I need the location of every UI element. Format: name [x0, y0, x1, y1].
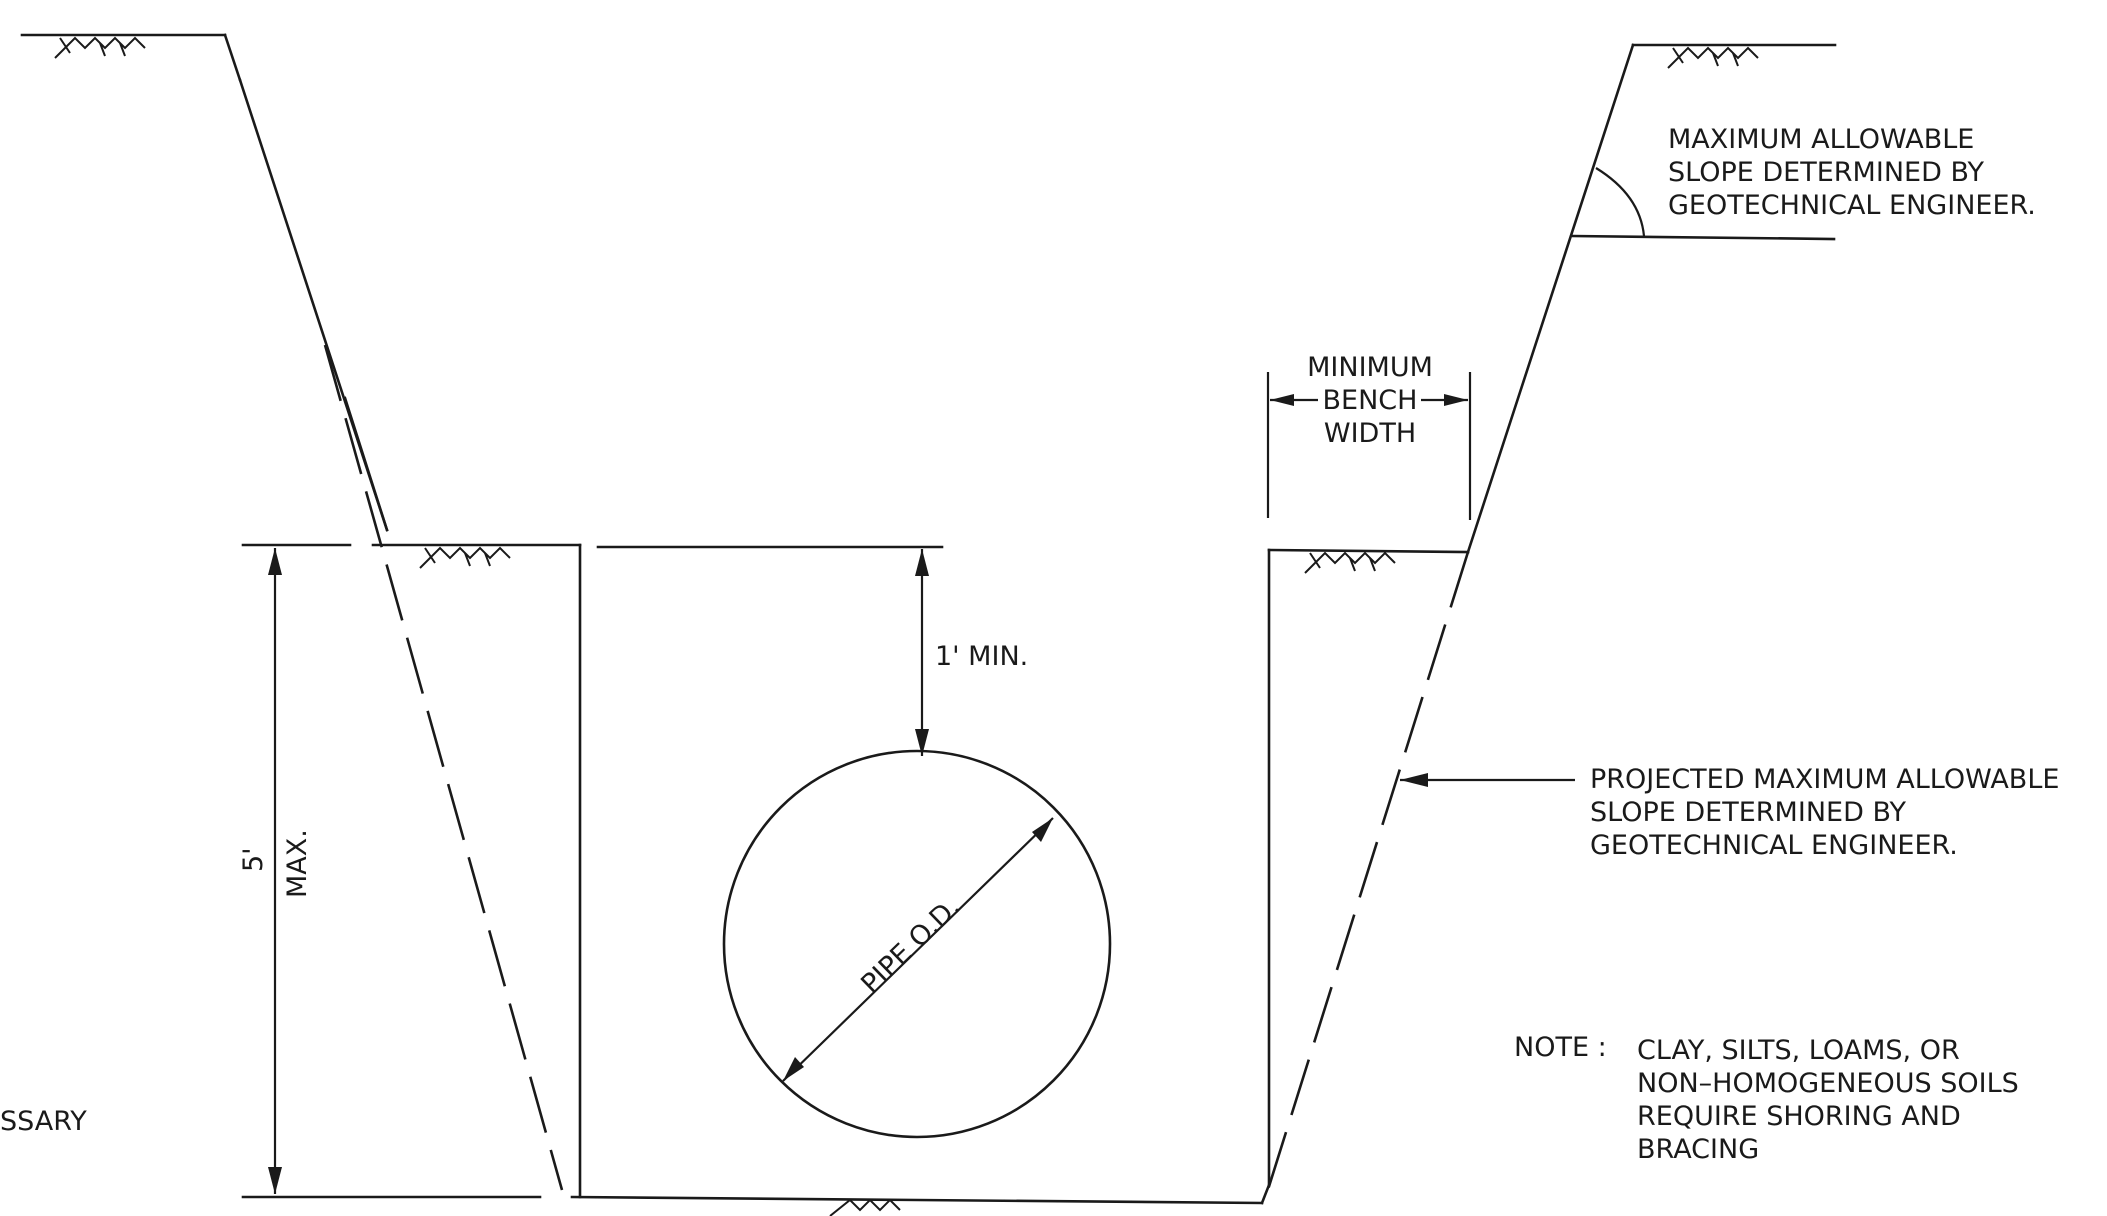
trench-bottom: [570, 1195, 1264, 1205]
note-line-1: CLAY, SILTS, LOAMS, OR: [1637, 1035, 1960, 1066]
pipe: [722, 749, 1112, 1139]
height-dimension: [268, 548, 282, 1194]
note-line-2: NON–HOMOGENEOUS SOILS: [1637, 1068, 2019, 1099]
bench-width-dimension: [1266, 372, 1472, 520]
max-slope-line-3: GEOTECHNICAL ENGINEER.: [1668, 190, 2036, 221]
pipe-od-label: PIPE O.D.: [855, 891, 966, 1000]
height-max-label: MAX.: [282, 829, 313, 898]
projected-slope-line-1: PROJECTED MAXIMUM ALLOWABLE: [1590, 764, 2059, 795]
max-slope-line-1: MAXIMUM ALLOWABLE: [1668, 124, 1974, 155]
note-prefix: NOTE :: [1514, 1032, 1607, 1063]
cover-label: 1' MIN.: [935, 641, 1028, 672]
left-slope-dashed-projection: [323, 344, 564, 1191]
projected-slope-leader: [1400, 773, 1575, 787]
right-upper-slope: [1466, 43, 1837, 554]
note-line-4: BRACING: [1637, 1134, 1759, 1165]
left-trench-wall: [241, 543, 582, 1199]
bench-label-bottom: WIDTH: [1324, 418, 1416, 449]
right-slope-dashed-projection: [1264, 551, 1470, 1197]
height-value-label: 5': [238, 847, 269, 872]
cover-dimension: [915, 549, 929, 756]
left-upper-slope: [20, 33, 389, 532]
right-trench-wall: [1260, 548, 1470, 1205]
slope-angle-arc: [1595, 167, 1646, 237]
bench-label-top: MINIMUM: [1307, 352, 1433, 383]
note-line-3: REQUIRE SHORING AND: [1637, 1101, 1961, 1132]
left-edge-text: SSARY: [0, 1106, 87, 1137]
max-slope-line-2: SLOPE DETERMINED BY: [1668, 157, 1984, 188]
projected-slope-line-2: SLOPE DETERMINED BY: [1590, 797, 1906, 828]
ground-hatch-symbol: [54, 36, 1759, 1216]
projected-slope-line-3: GEOTECHNICAL ENGINEER.: [1590, 830, 1958, 861]
bench-label-mid: BENCH: [1323, 385, 1418, 416]
